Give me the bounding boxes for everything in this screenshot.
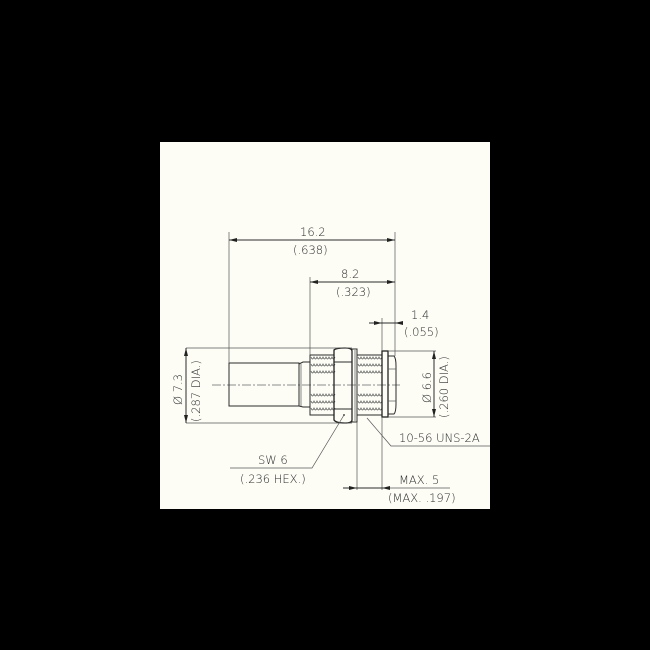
dim-panel-max-imperial: (MAX. .197) [388, 491, 456, 505]
dim-body-diameter-imperial: (.287 DIA.) [189, 360, 203, 422]
dim-flange-diameter-metric: Ø 6.6 [420, 372, 434, 403]
connector-drawing: 16.2 (.638) 8.2 (.323) 1.4 (.055) Ø 7.3 … [171, 225, 490, 505]
hex-nut [333, 347, 353, 424]
callout-thread-spec: 10-56 UNS-2A [399, 431, 480, 445]
callout-hex-imperial: (.236 HEX.) [240, 472, 306, 486]
dim-thread-imperial: (.323) [336, 285, 371, 299]
leader-lines [230, 414, 490, 489]
extension-lines [186, 232, 436, 490]
drawing-sheet: 16.2 (.638) 8.2 (.323) 1.4 (.055) Ø 7.3 … [160, 142, 490, 509]
dim-flange-diameter-imperial: (.260 DIA.) [437, 356, 451, 418]
dim-flange-thickness-imperial: (.055) [404, 325, 439, 339]
arrowheads [184, 238, 436, 490]
washer [351, 348, 358, 423]
dim-overall-metric: 16.2 [300, 225, 326, 239]
dim-panel-max-metric: MAX. 5 [399, 473, 439, 487]
dim-overall-imperial: (.638) [293, 243, 328, 257]
dim-thread-metric: 8.2 [341, 267, 359, 281]
front-flange [381, 350, 397, 418]
callout-hex-metric: SW 6 [258, 453, 288, 467]
connector-body [228, 361, 311, 408]
dim-body-diameter-metric: Ø 7.3 [171, 374, 185, 405]
dim-flange-thickness-metric: 1.4 [411, 308, 429, 322]
